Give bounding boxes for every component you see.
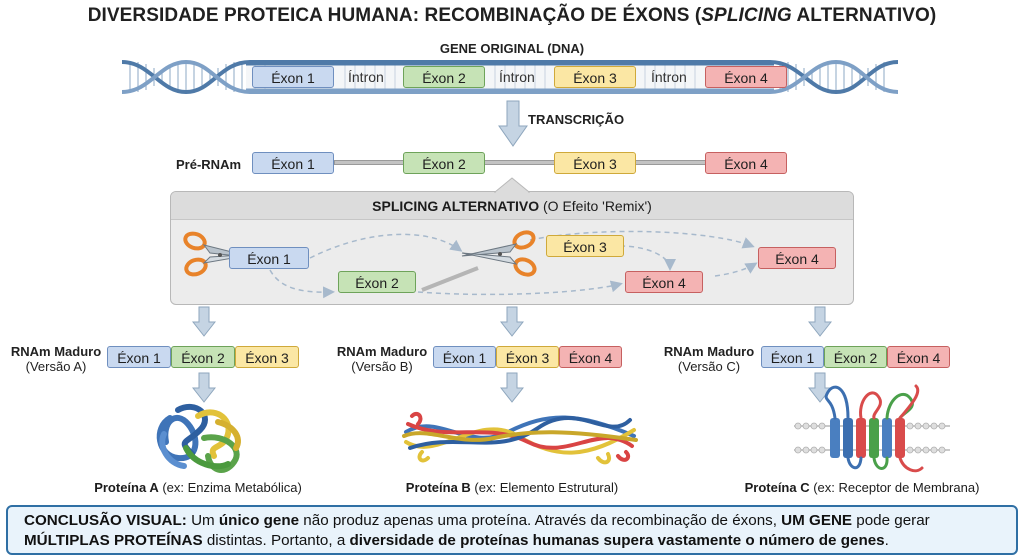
page-title: DIVERSIDADE PROTEICA HUMANA: RECOMBINAÇÃ… [87, 5, 937, 26]
splicing-title: SPLICING ALTERNATIVO (O Efeito 'Remix') [372, 198, 652, 214]
pre-mrna-exon-1: Éxon 1 [252, 152, 334, 174]
mature-mrna-c-label: RNAm Maduro(Versão C) [663, 344, 755, 374]
pre-mrna-label: Pré-RNAm [176, 157, 242, 172]
gene-intron-2: Íntron [499, 69, 535, 85]
pre-mrna-exon-2: Éxon 2 [403, 152, 485, 174]
mature-mrna-a-label: RNAm Maduro(Versão A) [10, 344, 102, 374]
splicing-exon-3: Éxon 3 [546, 235, 624, 257]
gene-intron-1: Íntron [348, 69, 384, 85]
splicing-exon-2: Éxon 2 [338, 271, 416, 293]
mature-a-exon-1: Éxon 1 [107, 346, 171, 368]
arrow-down-icon [192, 372, 216, 403]
conclusion-text: CONCLUSÃO VISUAL: Um único gene não prod… [24, 512, 930, 549]
gene-intron-3: Íntron [651, 69, 687, 85]
cut-strand [421, 266, 479, 292]
conclusion-box [6, 505, 1018, 555]
splicing-pointer [494, 177, 530, 193]
mature-c-exon-1: Éxon 1 [761, 346, 824, 368]
protein-c-receptor-icon [794, 384, 950, 473]
mature-mrna-b-label: RNAm Maduro(Versão B) [336, 344, 428, 374]
pre-mrna-strand [334, 160, 706, 165]
mature-b-exon-4: Éxon 4 [559, 346, 622, 368]
mature-a-exon-3: Éxon 3 [235, 346, 299, 368]
dna-helix [121, 59, 899, 95]
scissors-icon [461, 230, 537, 277]
protein-a-caption: Proteína A (ex: Enzima Metabólica) [94, 480, 302, 495]
protein-b-structural-icon [402, 411, 638, 465]
protein-b-caption: Proteína B (ex: Elemento Estrutural) [405, 480, 619, 495]
mature-b-exon-3: Éxon 3 [496, 346, 559, 368]
transcription-label: TRANSCRIÇÃO [528, 112, 625, 127]
arrow-down-icon [500, 306, 524, 337]
arrow-down-icon [500, 372, 524, 403]
protein-c-caption: Proteína C (ex: Receptor de Membrana) [744, 480, 980, 495]
arrow-down-icon [808, 306, 832, 337]
protein-a-enzyme-icon [156, 403, 241, 473]
splicing-exon-4b: Éxon 4 [758, 247, 836, 269]
transcription-arrow [498, 100, 528, 147]
pre-mrna-exon-3: Éxon 3 [554, 152, 636, 174]
splicing-header [171, 192, 853, 220]
mature-c-exon-4: Éxon 4 [887, 346, 950, 368]
arrow-down-icon [192, 306, 216, 337]
gene-exon-2: Éxon 2 [403, 66, 485, 88]
gene-label: GENE ORIGINAL (DNA) [439, 41, 585, 56]
splicing-exon-4a: Éxon 4 [625, 271, 703, 293]
splicing-exon-1: Éxon 1 [229, 247, 309, 269]
gene-exon-1: Éxon 1 [252, 66, 334, 88]
mature-c-exon-2: Éxon 2 [824, 346, 887, 368]
gene-exon-4: Éxon 4 [705, 66, 787, 88]
mature-a-exon-2: Éxon 2 [171, 346, 235, 368]
gene-exon-3: Éxon 3 [554, 66, 636, 88]
mature-b-exon-1: Éxon 1 [433, 346, 496, 368]
pre-mrna-exon-4: Éxon 4 [705, 152, 787, 174]
